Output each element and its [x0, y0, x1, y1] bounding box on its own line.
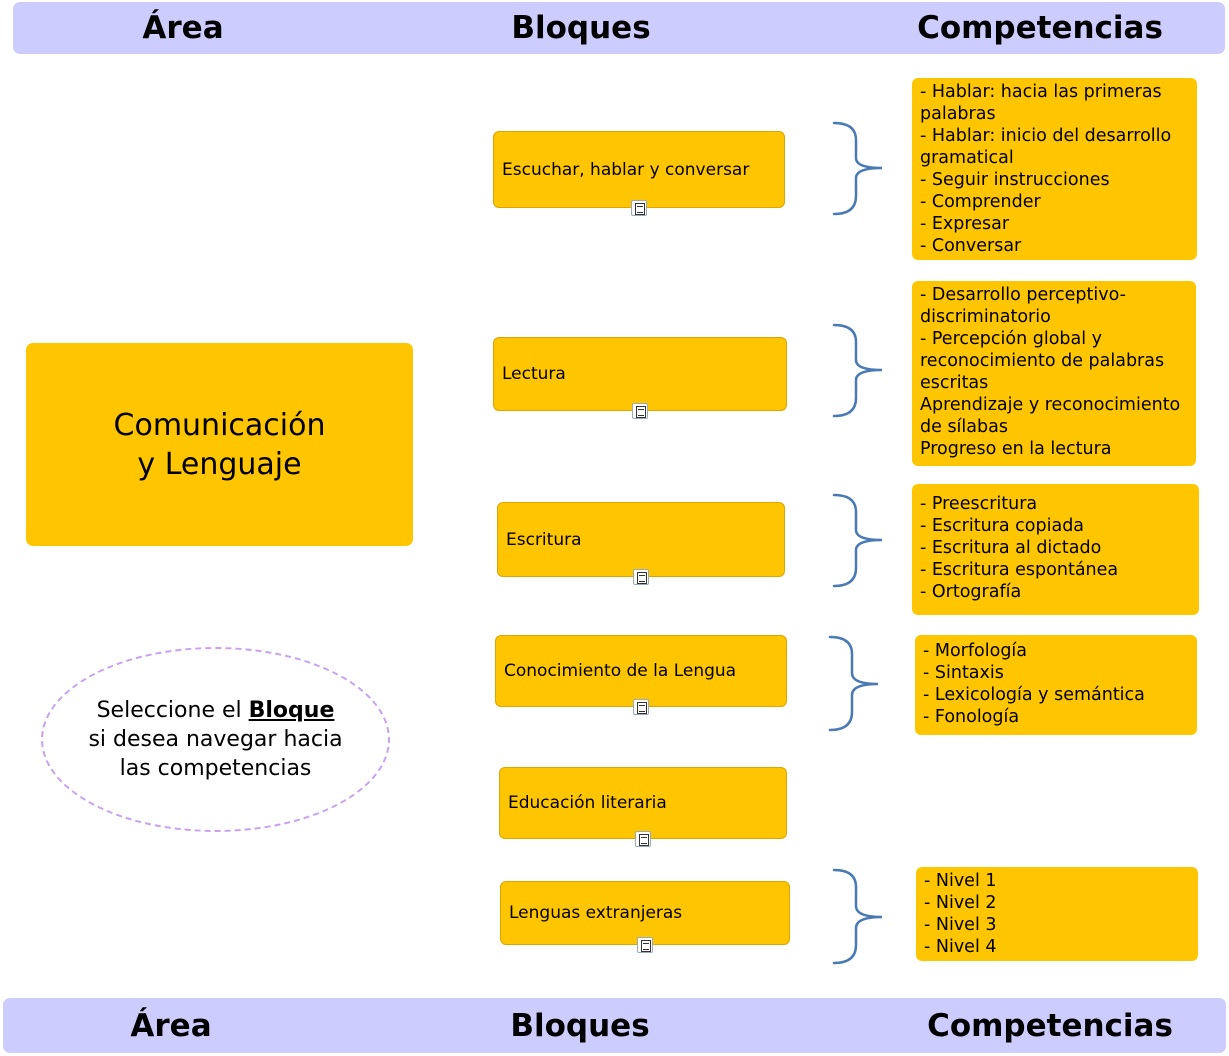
comp-line: - Escritura al dictado	[920, 538, 1102, 558]
comp-line: reconocimiento de palabras	[920, 351, 1165, 371]
comp-line: - Preescritura	[920, 494, 1038, 514]
competencias-box-conocimiento: - Morfología - Sintaxis - Lexicología y …	[915, 635, 1197, 735]
block-label: Lenguas extranjeras	[509, 903, 683, 923]
comp-line: - Nivel 3	[924, 915, 997, 935]
comp-line: - Lexicología y semántica	[923, 685, 1145, 705]
comp-line: - Comprender	[920, 192, 1041, 212]
comp-line: - Expresar	[920, 214, 1010, 234]
block-label: Escuchar, hablar y conversar	[502, 159, 750, 180]
block-educacion-literaria[interactable]: Educación literaria	[499, 767, 787, 847]
comp-line: - Escritura espontánea	[920, 560, 1119, 580]
block-label: Lectura	[502, 364, 566, 384]
note-icon[interactable]	[632, 403, 648, 419]
header-bloques: Bloques	[511, 10, 651, 46]
footer-bar: Área Bloques Competencias	[3, 998, 1226, 1053]
comp-line: - Ortografía	[920, 582, 1022, 602]
header-area: Área	[142, 10, 224, 46]
brace-icon	[832, 323, 883, 418]
block-conocimiento[interactable]: Conocimiento de la Lengua	[495, 635, 787, 715]
block-lenguas-extranjeras[interactable]: Lenguas extranjeras	[500, 881, 790, 953]
footer-bloques: Bloques	[510, 1008, 650, 1044]
note-icon[interactable]	[631, 200, 647, 216]
header-bar: Área Bloques Competencias	[13, 2, 1225, 54]
note-text-bold: Bloque	[248, 698, 335, 723]
comp-line: - Nivel 1	[924, 871, 997, 891]
comp-line: - Hablar: inicio del desarrollo	[920, 126, 1172, 146]
comp-line: - Hablar: hacia las primeras	[920, 82, 1162, 102]
note-icon[interactable]	[633, 569, 649, 585]
competencias-box-escuchar: - Hablar: hacia las primeras palabras - …	[912, 78, 1197, 260]
comp-line: palabras	[920, 104, 996, 124]
area-title-line1: Comunicación	[113, 407, 326, 443]
header-competencias: Competencias	[917, 10, 1163, 46]
block-label: Conocimiento de la Lengua	[504, 661, 737, 681]
comp-line: Progreso en la lectura	[920, 439, 1112, 459]
comp-line: Aprendizaje y reconocimiento	[920, 395, 1181, 415]
comp-line: - Seguir instrucciones	[920, 170, 1110, 190]
block-label: Escritura	[506, 529, 582, 550]
footer-area: Área	[130, 1008, 212, 1044]
block-lectura[interactable]: Lectura	[493, 337, 787, 419]
note-icon[interactable]	[637, 937, 653, 953]
comp-line: de sílabas	[920, 417, 1008, 437]
comp-line: gramatical	[920, 148, 1014, 168]
comp-line: - Fonología	[923, 707, 1020, 727]
competencias-box-lenguas: - Nivel 1 - Nivel 2 - Nivel 3 - Nivel 4	[916, 867, 1198, 961]
area-box: Comunicación y Lenguaje	[26, 343, 413, 546]
note-text-before: Seleccione el	[96, 698, 242, 723]
comp-line: - Desarrollo perceptivo-	[920, 285, 1126, 305]
comp-line: discriminatorio	[920, 307, 1051, 327]
comp-line: - Escritura copiada	[920, 516, 1085, 536]
comp-line: - Sintaxis	[923, 663, 1004, 683]
comp-line: escritas	[920, 373, 989, 393]
competencias-box-lectura: - Desarrollo perceptivo- discriminatorio…	[912, 281, 1196, 466]
comp-line: - Morfología	[923, 641, 1028, 661]
brace-icon	[832, 493, 883, 588]
comp-line: - Percepción global y	[920, 329, 1103, 349]
brace-icon	[832, 121, 883, 216]
note-icon[interactable]	[633, 699, 649, 715]
block-escritura[interactable]: Escritura	[497, 502, 785, 585]
instruction-oval: Seleccione el Bloque si desea navegar ha…	[41, 647, 390, 832]
note-text-line3: las competencias	[119, 756, 312, 781]
note-text-line2: si desea navegar hacia	[88, 727, 343, 752]
competencias-box-escritura: - Preescritura - Escritura copiada - Esc…	[912, 484, 1199, 615]
brace-icon	[832, 868, 883, 965]
block-escuchar[interactable]: Escuchar, hablar y conversar	[493, 131, 785, 216]
footer-competencias: Competencias	[927, 1008, 1173, 1044]
brace-icon	[828, 635, 879, 732]
area-title-line2: y Lenguaje	[137, 446, 302, 482]
comp-line: - Conversar	[920, 236, 1022, 256]
block-label: Educación literaria	[508, 793, 667, 813]
comp-line: - Nivel 4	[924, 937, 997, 957]
comp-line: - Nivel 2	[924, 893, 997, 913]
note-icon[interactable]	[635, 831, 651, 847]
